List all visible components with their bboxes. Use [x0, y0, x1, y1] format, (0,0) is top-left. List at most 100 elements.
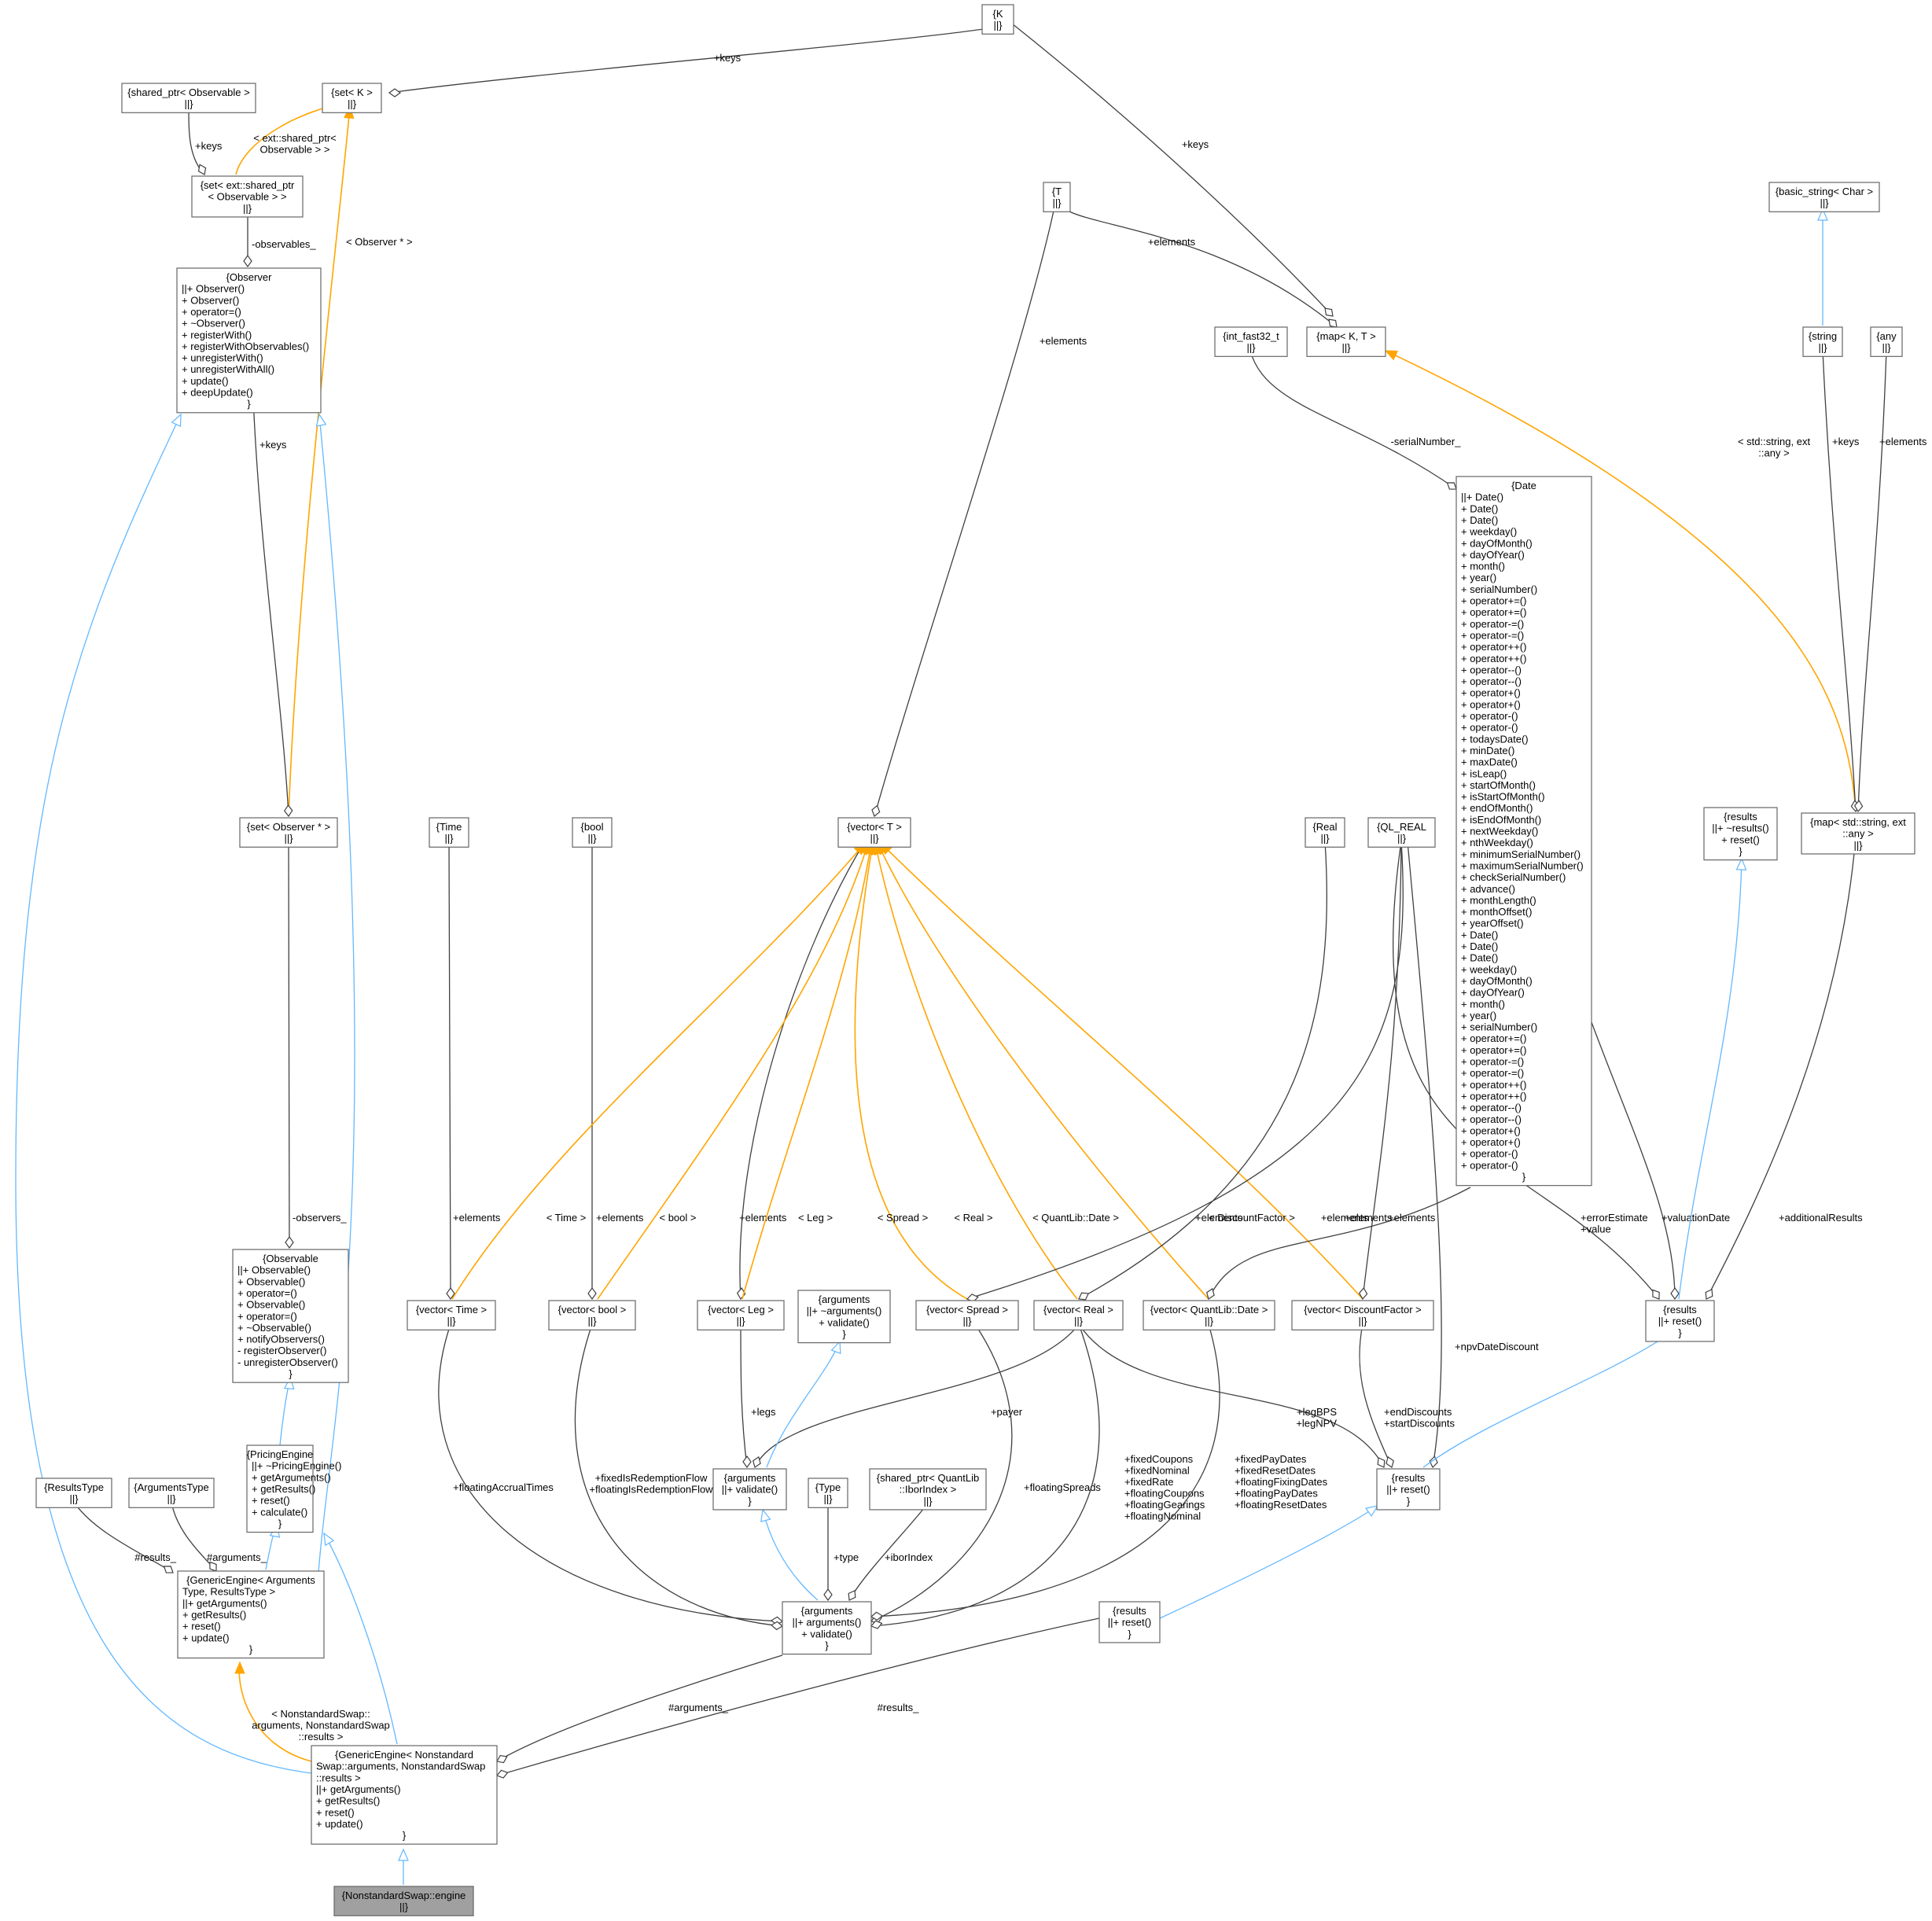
- aggregation-edge: [73, 1501, 174, 1573]
- class-node-string[interactable]: {string||}: [1802, 326, 1843, 357]
- class-node-set-K[interactable]: {set< K >||}: [322, 83, 382, 113]
- class-node-type[interactable]: {Type||}: [808, 1478, 848, 1508]
- class-node-line: {T: [1052, 186, 1062, 197]
- class-node-results-type[interactable]: {ResultsType||}: [35, 1478, 112, 1508]
- class-node-line: + Date(): [1461, 952, 1498, 964]
- class-node-results-base[interactable]: {results||+ ~results()+ reset()}: [1703, 807, 1778, 861]
- edge-label: -observables_: [252, 238, 316, 250]
- class-node-vector-date[interactable]: {vector< QuantLib::Date >||}: [1143, 1300, 1275, 1330]
- edge-label: Observable > >: [260, 144, 330, 156]
- class-node-line: ||}: [587, 1316, 597, 1327]
- class-node-line: + reset(): [252, 1495, 290, 1507]
- edge-label: +elements: [453, 1212, 501, 1224]
- class-node-observable[interactable]: {Observable||+ Observable()+ Observable(…: [232, 1249, 349, 1383]
- class-node-line: ||}: [923, 1495, 933, 1507]
- class-node-line: {Observable: [263, 1253, 318, 1264]
- class-node-ns-engine[interactable]: {NonstandardSwap::engine||}: [333, 1886, 474, 1916]
- class-node-arguments-type[interactable]: {ArgumentsType||}: [128, 1478, 215, 1508]
- aggregation-diamond: [848, 1589, 856, 1601]
- edge-label: +fixedCoupons: [1124, 1453, 1194, 1465]
- class-node-line: {Time: [436, 821, 462, 833]
- class-node-map-string-any[interactable]: {map< std::string, ext::any >||}: [1801, 812, 1915, 855]
- aggregation-diamond: [388, 88, 402, 98]
- class-node-line: {basic_string< Char >: [1776, 186, 1873, 197]
- aggregation-diamond: [870, 1611, 883, 1621]
- class-node-line: + checkSerialNumber(): [1461, 871, 1566, 883]
- class-node-line: + update(): [182, 1632, 230, 1643]
- class-node-vector-bool[interactable]: {vector< bool >||}: [548, 1300, 636, 1330]
- edge-label: < Observer * >: [346, 236, 413, 248]
- class-node-vector-leg[interactable]: {vector< Leg >||}: [697, 1300, 785, 1330]
- class-node-generic-engine-ns[interactable]: {GenericEngine< NonstandardSwap::argumen…: [311, 1745, 498, 1845]
- class-node-arguments-swap[interactable]: {arguments||+ validate()}: [712, 1468, 787, 1511]
- class-node-generic-engine-tmpl[interactable]: {GenericEngine< ArgumentsType, ResultsTy…: [177, 1570, 325, 1659]
- aggregation-diamond: [1328, 318, 1338, 328]
- class-node-line: + month(): [1461, 998, 1505, 1010]
- edge-label: +payer: [991, 1406, 1023, 1418]
- class-node-vector-discount[interactable]: {vector< DiscountFactor >||}: [1291, 1300, 1434, 1330]
- class-node-shared-ptr-observable[interactable]: {shared_ptr< Observable >||}: [121, 83, 256, 113]
- class-node-line: + nextWeekday(): [1461, 826, 1538, 837]
- class-node-T[interactable]: {T||}: [1043, 182, 1071, 212]
- class-node-date[interactable]: {Date||+ Date()+ Date()+ Date()+ weekday…: [1455, 476, 1592, 1187]
- class-node-set-shared-ptr-observable[interactable]: {set< ext::shared_ptr< Observable > >||}: [191, 175, 304, 218]
- class-node-set-observer-ptr[interactable]: {set< Observer * >||}: [239, 817, 338, 848]
- class-node-line: {GenericEngine< Arguments: [186, 1574, 315, 1586]
- class-node-basic-string[interactable]: {basic_string< Char >||}: [1768, 182, 1880, 212]
- class-node-any[interactable]: {any||}: [1870, 326, 1903, 357]
- class-node-line: + operator-=(): [1461, 1067, 1524, 1079]
- aggregation-edge: [1706, 836, 1857, 1300]
- class-node-line: + minDate(): [1461, 745, 1514, 756]
- class-node-line: - registerObserver(): [237, 1345, 326, 1356]
- class-node-arguments-base[interactable]: {arguments||+ ~arguments()+ validate()}: [797, 1290, 891, 1344]
- class-node-vector-spread[interactable]: {vector< Spread >||}: [915, 1300, 1019, 1330]
- class-node-arguments-ns[interactable]: {arguments||+ arguments()+ validate()}: [782, 1601, 872, 1655]
- aggregation-edge: [496, 1654, 783, 1762]
- class-node-bool[interactable]: {bool||}: [572, 817, 613, 848]
- class-node-line: ||}: [1358, 1316, 1367, 1327]
- class-node-line: + operator-(): [1461, 722, 1518, 734]
- class-node-line: }: [1128, 1628, 1132, 1639]
- edge-label: +value: [1581, 1224, 1611, 1235]
- class-node-line: ||}: [1818, 342, 1827, 354]
- class-node-shared-ptr-ibor[interactable]: {shared_ptr< QuantLib::IborIndex >||}: [869, 1468, 987, 1511]
- aggregation-diamond: [742, 1455, 752, 1469]
- class-node-line: {arguments: [819, 1294, 870, 1305]
- edge-label: #results_: [878, 1702, 920, 1713]
- class-node-line: ::IborIndex >: [900, 1484, 957, 1496]
- class-node-line: + operator-(): [1461, 710, 1518, 722]
- class-node-line: + registerWith(): [182, 329, 252, 340]
- edge-label: +floatingFixingDates: [1235, 1476, 1328, 1488]
- edge-label: +legs: [751, 1406, 776, 1418]
- edge-label: +elements: [1879, 436, 1927, 447]
- class-node-vector-time[interactable]: {vector< Time >||}: [407, 1300, 496, 1330]
- class-node-observer[interactable]: {Observer||+ Observer()+ Observer()+ ope…: [176, 267, 322, 414]
- class-node-results-instr[interactable]: {results||+ reset()}: [1645, 1300, 1715, 1342]
- class-node-real[interactable]: {Real||}: [1305, 817, 1345, 848]
- class-node-line: {vector< Leg >: [708, 1304, 774, 1316]
- class-node-line: }: [403, 1830, 407, 1842]
- class-node-int-fast32[interactable]: {int_fast32_t||}: [1214, 326, 1288, 357]
- aggregation-diamond: [1078, 1292, 1090, 1301]
- class-node-line: ||+ ~arguments(): [807, 1305, 882, 1317]
- class-node-line: ||+ reset(): [1658, 1316, 1702, 1327]
- class-node-line: + operator-(): [1461, 1148, 1518, 1160]
- class-node-results-ns[interactable]: {results||+ reset()}: [1098, 1601, 1161, 1643]
- class-node-line: }: [1407, 1495, 1411, 1507]
- edge-label: +fixedIsRedemptionFlow: [595, 1472, 708, 1484]
- class-node-results-swap[interactable]: {results||+ reset()}: [1376, 1468, 1441, 1511]
- class-node-vector-real[interactable]: {vector< Real >||}: [1033, 1300, 1124, 1330]
- class-node-map-K-T[interactable]: {map< K, T >||}: [1306, 326, 1386, 357]
- class-node-pricing-engine[interactable]: {PricingEngine||+ ~PricingEngine()+ getA…: [246, 1444, 342, 1533]
- edge-label: +floatingAccrualTimes: [453, 1481, 554, 1493]
- class-node-vector-T[interactable]: {vector< T >||}: [837, 817, 911, 848]
- class-node-line: ||+ reset(): [1108, 1617, 1152, 1628]
- class-node-K[interactable]: {K||}: [981, 4, 1014, 35]
- class-node-line: {results: [1392, 1472, 1426, 1484]
- edge-label: +floatingResetDates: [1235, 1499, 1327, 1511]
- class-node-line: + Observer(): [182, 294, 239, 306]
- class-node-ql-real[interactable]: {QL_REAL||}: [1367, 817, 1436, 848]
- class-node-time[interactable]: {Time||}: [429, 817, 469, 848]
- class-node-line: + getArguments(): [252, 1471, 331, 1483]
- class-node-line: + year(): [1461, 572, 1496, 583]
